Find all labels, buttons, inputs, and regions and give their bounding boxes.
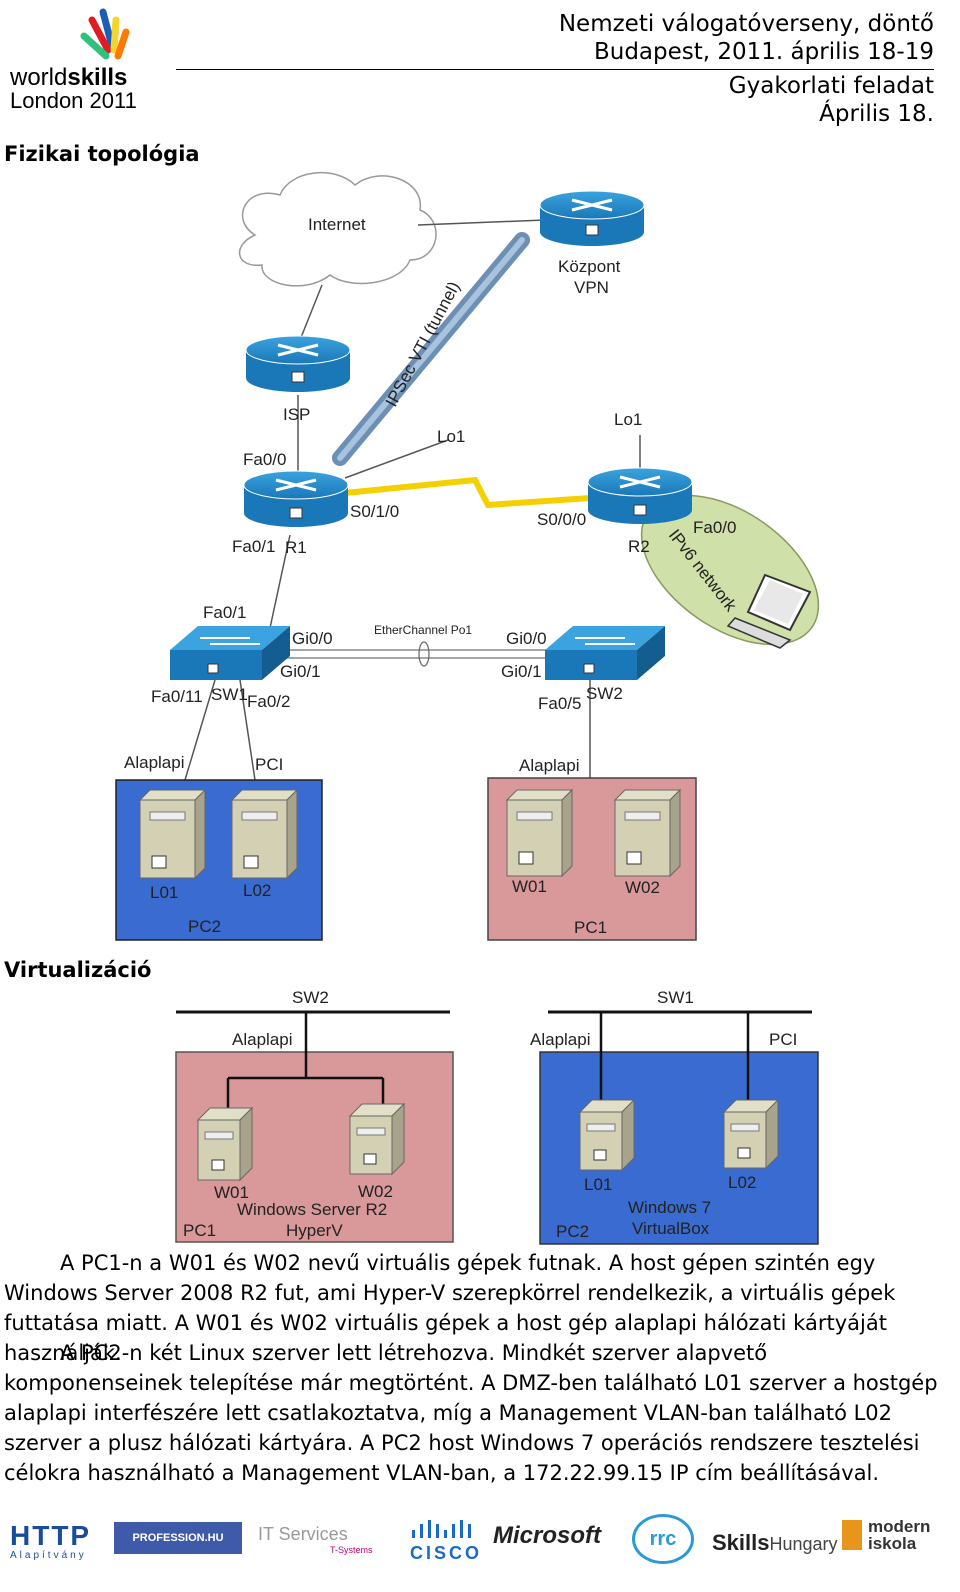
physical-topology-diagram: Internet IPSec VTI (tunnel) IPv6 network bbox=[115, 172, 820, 941]
pc2-label: PC2 bbox=[188, 917, 221, 936]
r2-label: R2 bbox=[628, 537, 650, 556]
sw1-label: SW1 bbox=[211, 685, 248, 704]
virt-right-pci-label: PCI bbox=[769, 1030, 797, 1049]
switch-sw1-icon bbox=[170, 626, 290, 680]
pc1-label: PC1 bbox=[574, 918, 607, 937]
sponsor-profession-logo: PROFESSION.HU bbox=[114, 1522, 242, 1554]
header-line2: Budapest, 2011. április 18-19 bbox=[593, 39, 934, 65]
vpn-label: VPN bbox=[574, 278, 609, 297]
r1-lo1-label: Lo1 bbox=[437, 427, 465, 446]
router-r2-icon bbox=[587, 467, 693, 524]
sw2-gi01-label: Gi0/1 bbox=[501, 662, 542, 681]
tunnel-label: IPSec VTI (tunnel) bbox=[382, 278, 464, 410]
sponsor-http-logo: HTTP Alapítvány bbox=[10, 1520, 92, 1562]
virt-right-pc-label: PC2 bbox=[556, 1222, 589, 1241]
virt-right-os-label: Windows 7 bbox=[628, 1198, 711, 1217]
router-kozpont-icon bbox=[539, 190, 645, 246]
kozpont-label: Központ bbox=[558, 257, 621, 276]
virt-left-w02-label: W02 bbox=[358, 1182, 393, 1201]
sw1-fa01-label: Fa0/1 bbox=[203, 603, 246, 622]
sponsor-cisco-logo: CISCO bbox=[410, 1520, 482, 1564]
logo-london: London 2011 bbox=[10, 88, 137, 113]
virt-server-l01-icon bbox=[578, 1098, 636, 1172]
virt-left-w01-label: W01 bbox=[214, 1183, 249, 1202]
pc1-w01-label: W01 bbox=[512, 877, 547, 896]
laptop-icon bbox=[726, 573, 812, 649]
body-paragraph-1: A PC1-n a W01 és W02 nevű virtuális gépe… bbox=[4, 1251, 896, 1365]
sw1-gi00-label: Gi0/0 bbox=[292, 629, 333, 648]
sw2-label: SW2 bbox=[586, 684, 623, 703]
virt-right-l01-label: L01 bbox=[584, 1175, 612, 1194]
section-title-physical: Fizikai topológia bbox=[4, 142, 200, 166]
sw1-gi01-label: Gi0/1 bbox=[280, 662, 321, 681]
pc2-pci-label: PCI bbox=[255, 755, 283, 774]
worldskills-logo-mark bbox=[80, 8, 130, 60]
worldskills-logo: worldskills London 2011 bbox=[8, 6, 148, 116]
sw1-fa02-label: Fa0/2 bbox=[247, 692, 290, 711]
isp-label: ISP bbox=[283, 405, 310, 424]
internet-cloud: Internet bbox=[238, 172, 437, 287]
server-w02-icon bbox=[613, 788, 682, 878]
section-title-virtualization: Virtualizáció bbox=[4, 958, 152, 982]
moderniskola-mark-icon bbox=[842, 1520, 862, 1550]
r1-fa01-label: Fa0/1 bbox=[232, 537, 275, 556]
virt-left-sw-label: SW2 bbox=[292, 988, 329, 1007]
pc1-alaplapi-label: Alaplapi bbox=[519, 756, 580, 775]
isp-fa00-label: Fa0/0 bbox=[243, 450, 286, 469]
pc1-w02-label: W02 bbox=[625, 878, 660, 897]
server-w01-icon bbox=[505, 788, 574, 878]
virt-left-os-label: Windows Server R2 bbox=[237, 1200, 387, 1219]
virtualization-diagram: SW2 Alaplapi W01 W02 Windows Server R2 H… bbox=[175, 988, 819, 1245]
server-l01-icon bbox=[138, 788, 207, 880]
pc2-alaplapi-label: Alaplapi bbox=[124, 753, 185, 772]
virt-server-w01-icon bbox=[196, 1106, 254, 1182]
header-line4: Április 18. bbox=[819, 101, 934, 127]
r2-fa00-label: Fa0/0 bbox=[693, 518, 736, 537]
sponsor-rrc-logo: rrc bbox=[632, 1514, 694, 1564]
logo-world: world bbox=[10, 64, 68, 91]
header-line1: Nemzeti válogatóverseny, döntő bbox=[558, 11, 934, 37]
body-paragraph-2: A PC2-n két Linux szerver lett létrehozv… bbox=[4, 1341, 938, 1485]
sponsor-itservices-logo: IT Services T-Systems bbox=[258, 1524, 373, 1555]
header-rule bbox=[176, 69, 934, 70]
sw2-gi00-label: Gi0/0 bbox=[506, 629, 547, 648]
virt-server-w02-icon bbox=[348, 1102, 406, 1176]
server-l02-icon bbox=[230, 788, 299, 880]
virt-right-vb-label: VirtualBox bbox=[632, 1219, 710, 1238]
pc2-l01-label: L01 bbox=[150, 883, 178, 902]
switch-sw2-icon bbox=[545, 626, 665, 680]
virt-left-pc-label: PC1 bbox=[183, 1221, 216, 1240]
sponsor-skillshungary-logo: SkillsHungary bbox=[712, 1530, 838, 1555]
virt-right-sw-label: SW1 bbox=[657, 988, 694, 1007]
sponsor-footer: HTTP Alapítvány PROFESSION.HU IT Service… bbox=[0, 1512, 960, 1582]
sw1-fa011-label: Fa0/11 bbox=[151, 687, 203, 706]
serial-link bbox=[344, 476, 591, 509]
virt-server-l02-icon bbox=[722, 1098, 780, 1170]
internet-label: Internet bbox=[308, 215, 366, 234]
router-r1-icon bbox=[243, 470, 349, 527]
r2-lo1-label: Lo1 bbox=[614, 410, 642, 429]
virt-left-hv-label: HyperV bbox=[286, 1221, 343, 1240]
sponsor-microsoft-logo: Microsoft bbox=[493, 1522, 601, 1549]
r2-s000-label: S0/0/0 bbox=[537, 510, 586, 529]
r1-label: R1 bbox=[285, 538, 307, 557]
links bbox=[184, 219, 641, 831]
sponsor-moderniskola-logo: modern iskola bbox=[842, 1518, 930, 1552]
cisco-bars-icon bbox=[412, 1520, 471, 1538]
virt-left-alaplapi-label: Alaplapi bbox=[232, 1030, 293, 1049]
virt-right-l02-label: L02 bbox=[728, 1173, 756, 1192]
virt-right-alaplapi-label: Alaplapi bbox=[530, 1030, 591, 1049]
logo-skills: skills bbox=[67, 64, 128, 91]
etherchannel-label: EtherChannel Po1 bbox=[374, 623, 472, 637]
r1-s010-label: S0/1/0 bbox=[350, 502, 399, 521]
header-line3: Gyakorlati feladat bbox=[728, 73, 934, 99]
router-isp-icon bbox=[245, 335, 351, 392]
pc2-l02-label: L02 bbox=[243, 881, 271, 900]
etherchannel-marker bbox=[418, 641, 430, 667]
sw2-fa05-label: Fa0/5 bbox=[538, 694, 581, 713]
